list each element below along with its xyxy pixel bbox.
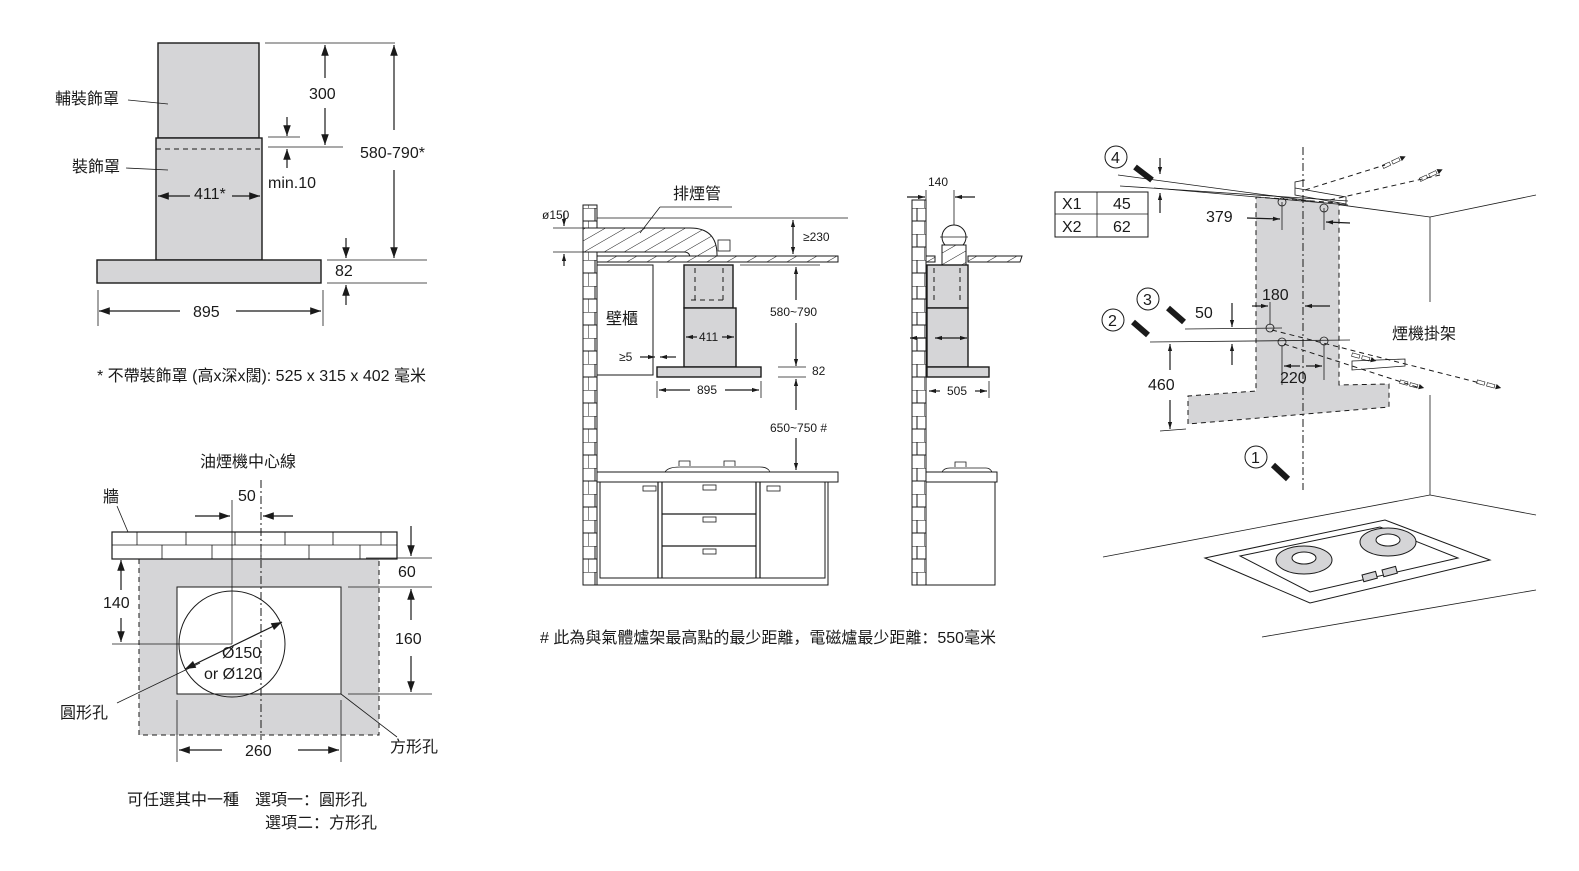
bracket-mounting-drawing: ▭▭▸ ▭▭▸ X1 45 X2 62 379 180 50 [1054, 145, 1537, 638]
diameter-120: or Ø120 [204, 666, 262, 683]
step-marker-3: 3 [1136, 287, 1186, 325]
height-range: 580-790* [360, 145, 425, 162]
upper-chimney-cover [157, 42, 260, 139]
duct-diameter: ø150 [542, 208, 570, 222]
bracket-label: 煙機掛架 [1392, 325, 1456, 343]
top-60: 60 [398, 564, 416, 581]
front-installation-drawing: 排煙管 ø150 ≥230 壁櫃 ≥5 411 580~790 82 895 6… [540, 185, 996, 647]
gap-5: ≥5 [619, 350, 633, 364]
centerline-title: 油煙機中心線 [200, 453, 296, 471]
wall-bricks [111, 531, 398, 560]
depth-505: 505 [947, 384, 967, 398]
hood-outline-area [1187, 196, 1390, 425]
offset-50: 50 [238, 488, 256, 505]
front-footnote: # 此為與氣體爐架最高點的最少距離，電磁爐最少距離：550毫米 [540, 628, 996, 647]
svg-text:2: 2 [1108, 313, 1117, 330]
cabinet-label: 壁櫃 [606, 309, 638, 328]
min-overlap: min.10 [268, 175, 316, 192]
width-260: 260 [245, 743, 272, 760]
hood-dimension-drawing: 輔裝飾罩 裝飾罩 411* 300 min.10 580-790* 82 895… [55, 42, 427, 385]
chimney-upper [683, 264, 734, 309]
wall [911, 199, 927, 586]
wall [582, 204, 598, 586]
base-width: 895 [193, 304, 220, 321]
round-hole-label: 圓形孔 [60, 704, 108, 722]
svg-text:▭▭▸: ▭▭▸ [1397, 375, 1426, 394]
svg-text:3: 3 [1143, 292, 1152, 309]
pencil-icon [1133, 164, 1154, 183]
diameter-150: Ø150 [222, 645, 261, 662]
chimney-cover [155, 137, 263, 261]
upper-height: 300 [309, 86, 336, 103]
ceiling-board [596, 255, 839, 263]
width-411: 411 [699, 330, 718, 344]
wall-cabinet [596, 264, 654, 376]
hood-base [96, 259, 322, 284]
svg-text:▭▭▸: ▭▭▸ [1379, 151, 1408, 173]
pencil-icon [1131, 319, 1150, 338]
dim-379: 379 [1206, 209, 1233, 226]
pencil-icon [1270, 462, 1291, 482]
svg-text:▭▭▸: ▭▭▸ [1416, 164, 1445, 186]
height-160: 160 [395, 631, 422, 648]
duct-label: 排煙管 [673, 185, 721, 203]
cover-label: 裝飾罩 [72, 158, 120, 176]
step-marker-1: 1 [1244, 445, 1291, 482]
cover-width: 411* [194, 186, 226, 203]
dim-460: 460 [1148, 377, 1175, 394]
base-82: 82 [812, 364, 826, 378]
height-580-790: 580~790 [770, 305, 817, 319]
svg-text:4: 4 [1111, 150, 1120, 167]
gas-cooktop [1203, 519, 1492, 604]
svg-text:▭▭▸: ▭▭▸ [1474, 375, 1503, 394]
option-note-1: 可任選其中一種 選項一：圓形孔 [127, 791, 367, 809]
hood-base [656, 366, 762, 378]
svg-text:1: 1 [1251, 450, 1260, 467]
side-installation-drawing: 140 505 [907, 175, 1023, 586]
wall-opening-drawing: 油煙機中心線 牆 50 140 60 160 Ø150 or Ø120 圓形孔 [60, 453, 438, 832]
step-marker-2: 2 [1101, 308, 1150, 338]
dim-50: 50 [1195, 305, 1213, 322]
wall-bracket [1351, 358, 1406, 371]
hood-footnote: * 不帶裝飾罩 (高x深x闊): 525 x 315 x 402 毫米 [97, 366, 426, 385]
step-marker-4: 4 [1104, 145, 1154, 183]
table-key-x2: X2 [1062, 219, 1082, 236]
upper-cover-label: 輔裝飾罩 [55, 90, 119, 108]
kitchen-counter [596, 460, 839, 586]
square-hole-label: 方形孔 [390, 738, 438, 756]
wall-label: 牆 [103, 488, 119, 506]
dim-180: 180 [1262, 287, 1289, 304]
pencil-icon [1166, 305, 1186, 325]
offset-140: 140 [928, 175, 948, 189]
svg-text:▭▭▸: ▭▭▸ [1349, 348, 1378, 367]
width-895: 895 [697, 383, 717, 397]
option-note-2: 選項二：方形孔 [265, 814, 377, 832]
height-140: 140 [103, 595, 130, 612]
table-key-x1: X1 [1062, 196, 1082, 213]
table-value-x1: 45 [1113, 196, 1131, 213]
clearance-230: ≥230 [803, 230, 830, 244]
height-650-750: 650~750 # [770, 421, 827, 435]
x-value-table: X1 45 X2 62 [1054, 191, 1149, 238]
table-value-x2: 62 [1113, 219, 1131, 236]
base-height: 82 [335, 263, 353, 280]
dim-220: 220 [1280, 370, 1307, 387]
